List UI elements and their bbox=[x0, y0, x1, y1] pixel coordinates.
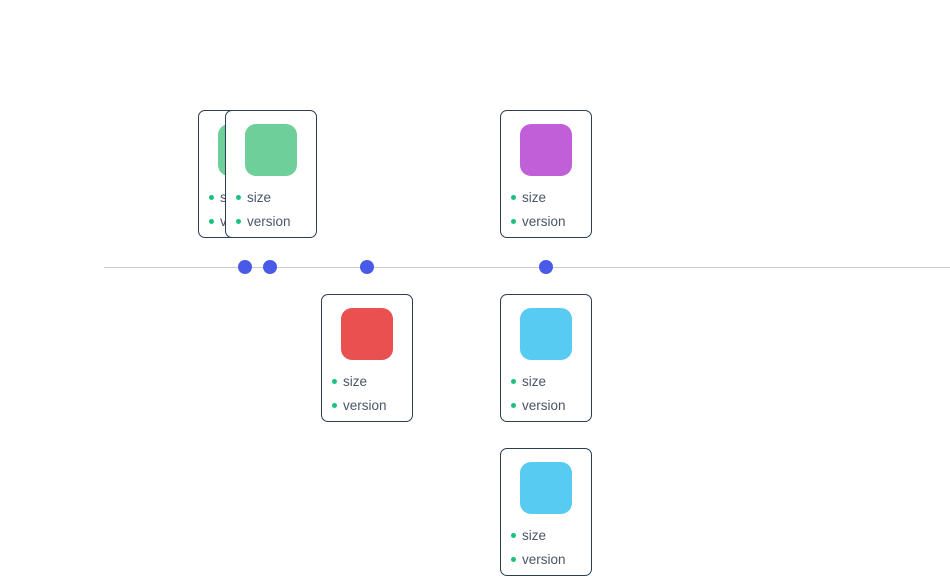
card-meta-item-version: version bbox=[332, 398, 402, 413]
card-meta-item-size: size bbox=[236, 190, 306, 205]
card-thumbnail bbox=[245, 124, 297, 176]
card-thumbnail bbox=[520, 308, 572, 360]
card-meta-list: size version bbox=[511, 190, 581, 229]
card-meta-list: size version bbox=[332, 374, 402, 413]
card-meta-item-version: version bbox=[511, 214, 581, 229]
card-thumbnail bbox=[520, 462, 572, 514]
card-meta-item-version: version bbox=[236, 214, 306, 229]
card-meta-item-size: size bbox=[511, 528, 581, 543]
timeline-card-purple[interactable]: size version bbox=[500, 110, 592, 238]
timeline-dot-0[interactable] bbox=[238, 260, 252, 274]
timeline-dot-2[interactable] bbox=[360, 260, 374, 274]
timeline-card-red[interactable]: size version bbox=[321, 294, 413, 422]
card-meta-item-size: size bbox=[511, 190, 581, 205]
card-thumbnail bbox=[341, 308, 393, 360]
card-meta-item-size: size bbox=[332, 374, 402, 389]
card-meta-item-version: version bbox=[511, 398, 581, 413]
timeline-card-green-front[interactable]: size version bbox=[225, 110, 317, 238]
card-meta-item-version: version bbox=[511, 552, 581, 567]
card-meta-list: size version bbox=[511, 528, 581, 567]
timeline-dot-1[interactable] bbox=[263, 260, 277, 274]
timeline-card-cyan-lower[interactable]: size version bbox=[500, 448, 592, 576]
timeline-dot-3[interactable] bbox=[539, 260, 553, 274]
timeline-card-cyan-upper[interactable]: size version bbox=[500, 294, 592, 422]
card-meta-list: size version bbox=[511, 374, 581, 413]
card-thumbnail bbox=[520, 124, 572, 176]
timeline-axis-line bbox=[104, 267, 950, 268]
card-meta-list: size version bbox=[236, 190, 306, 229]
card-meta-item-size: size bbox=[511, 374, 581, 389]
